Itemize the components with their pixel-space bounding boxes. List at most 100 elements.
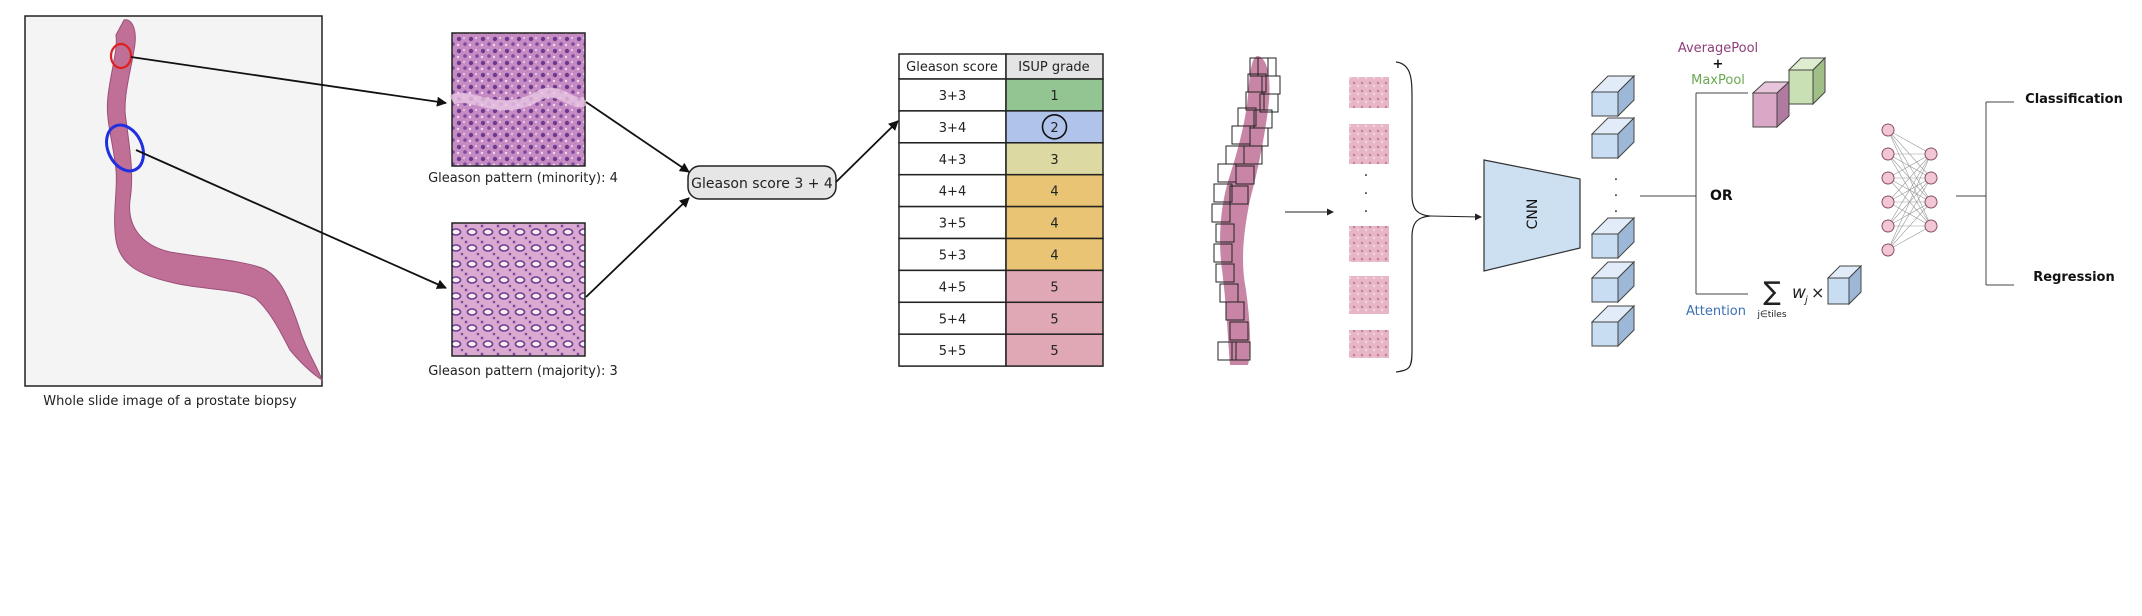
mlp-node (1924, 219, 1938, 233)
attention-formula: ∑ j∈tiles w j × (1756, 264, 1863, 320)
feature-vector (1590, 116, 1636, 160)
tile-list: · · · (1349, 77, 1389, 358)
tile-box (1243, 145, 1263, 165)
highlight-circle (1041, 114, 1068, 140)
majority-caption: Gleason pattern (majority): 3 (428, 364, 618, 379)
tile-thumb-3 (1349, 226, 1389, 262)
table-row: 5+5 5 (898, 333, 1104, 367)
score-text: 5+5 (939, 344, 966, 359)
arrow-to-cnn (1429, 213, 1482, 221)
mlp-node (1881, 171, 1895, 185)
mlp-edge (1887, 153, 1932, 251)
cnn-block: CNN (1483, 159, 1581, 272)
minority-region-marker (109, 42, 133, 70)
tiled-biopsy (1211, 56, 1281, 365)
output-heads: Classification Regression (1956, 92, 2123, 286)
tile-ellipsis: · (1364, 186, 1368, 202)
tile-thumb-1 (1349, 77, 1389, 108)
grade-text: 4 (1050, 248, 1058, 263)
plus-label: + (1713, 57, 1724, 72)
grade-text: 4 (1050, 217, 1058, 232)
table-row: 4+5 5 (898, 269, 1104, 304)
cnn-label: CNN (1525, 199, 1541, 230)
aggregation-branches: OR AveragePool + MaxPool Attention (1640, 41, 1758, 319)
feature-vector (1590, 304, 1636, 348)
sum-times: × (1811, 283, 1824, 302)
mlp-edge (1887, 177, 1932, 251)
score-text: 5+4 (939, 312, 966, 327)
table-row: 4+4 4 (898, 173, 1104, 208)
mlp-node (1924, 147, 1938, 161)
tile-box (1229, 185, 1249, 205)
grade-text: 5 (1050, 280, 1058, 295)
tile-ellipsis: · (1364, 204, 1368, 220)
avgpool-label: AveragePool (1678, 41, 1758, 56)
mlp-edge (1887, 153, 1932, 227)
tile-brace (1395, 61, 1431, 373)
table-row: 3+5 4 (898, 205, 1104, 240)
gleason-score-box: Gleason score 3 + 4 (687, 165, 837, 200)
tile-box (1231, 341, 1251, 361)
grade-text: 5 (1050, 344, 1058, 359)
regression-label: Regression (2033, 270, 2114, 285)
wsi-caption: Whole slide image of a prostate biopsy (43, 394, 297, 409)
mlp-node (1881, 195, 1895, 209)
score-cell (898, 142, 1007, 176)
score-text: 4+5 (939, 280, 966, 295)
tissue-strip (106, 19, 323, 382)
minority-caption: Gleason pattern (minority): 4 (428, 171, 618, 186)
feature-vector (1590, 74, 1636, 118)
score-cell (898, 333, 1007, 367)
grade-cell (1005, 301, 1104, 335)
arrow-minority-to-score (585, 101, 690, 173)
attention-label: Attention (1686, 304, 1746, 319)
mlp-edge (1887, 129, 1932, 155)
score-text: 5+3 (939, 248, 966, 263)
sum-weight: w (1792, 283, 1806, 303)
arrow-to-majority (135, 149, 447, 289)
grade-cell (1005, 333, 1104, 367)
tile-box (1235, 165, 1255, 185)
tile-grid (1211, 57, 1281, 361)
score-cell (898, 269, 1007, 304)
mlp-edge (1887, 201, 1932, 251)
mlp-node (1924, 195, 1938, 209)
score-text: 4+3 (939, 153, 966, 168)
mlp-edge (1887, 225, 1932, 251)
arrow-to-minority (130, 56, 447, 107)
mlp-node (1881, 219, 1895, 233)
header-isup-grade: ISUP grade (1018, 60, 1089, 75)
score-text: 3+4 (939, 121, 966, 136)
or-label: OR (1710, 188, 1733, 204)
tile-box (1213, 243, 1233, 263)
sum-weight-subscript: j (1803, 295, 1808, 306)
grade-text: 5 (1050, 312, 1058, 327)
tile-box (1215, 263, 1235, 283)
maxpool-label: MaxPool (1691, 73, 1745, 88)
grade-cell (1005, 237, 1104, 272)
score-text: 3+5 (939, 217, 966, 232)
tile-box (1215, 223, 1235, 243)
feature-vectors (1590, 74, 1636, 348)
mlp-network (1881, 123, 1938, 257)
minority-patch: Gleason pattern (minority): 4 (428, 32, 618, 186)
score-box-label: Gleason score 3 + 4 (691, 176, 833, 192)
pooled-vector (1751, 56, 1827, 129)
header-gleason-score: Gleason score (906, 60, 998, 75)
arrow-majority-to-score (585, 197, 690, 298)
feature-vector (1590, 260, 1636, 304)
tile-box (1213, 183, 1233, 203)
mlp-node (1881, 147, 1895, 161)
score-text: 3+3 (939, 89, 966, 104)
feature-ellipsis: · (1614, 188, 1618, 204)
grade-cell (1005, 173, 1104, 208)
feature-ellipsis: · (1614, 204, 1618, 220)
grade-text: 4 (1050, 185, 1058, 200)
score-text: 4+4 (939, 185, 966, 200)
arrow-score-to-table (835, 120, 899, 183)
